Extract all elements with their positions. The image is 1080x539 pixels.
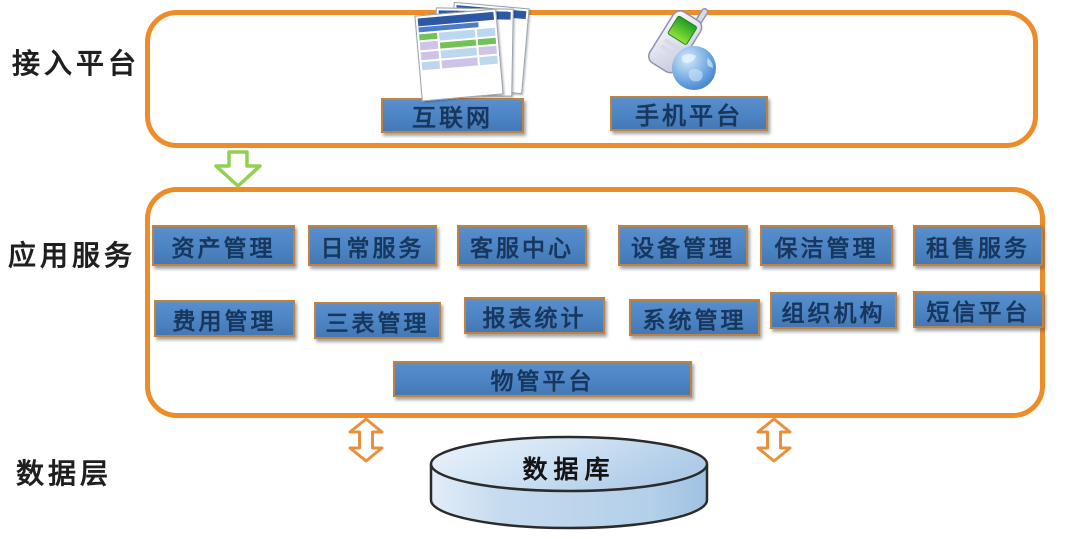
double-arrow-left-icon (348, 417, 384, 463)
service-box-assets: 资产管理 (152, 225, 295, 266)
service-box-leasing: 租售服务 (913, 225, 1043, 266)
webpages-icon (414, 1, 530, 102)
double-arrow-right-icon (756, 417, 792, 463)
database-label: 数据库 (522, 457, 616, 484)
internet-box: 互联网 (381, 98, 524, 133)
service-box-system: 系统管理 (629, 299, 760, 336)
service-box-equipment: 设备管理 (618, 225, 748, 266)
service-box-organization: 组织机构 (770, 292, 897, 329)
service-box-sms: 短信平台 (913, 291, 1044, 328)
down-arrow-icon (214, 150, 262, 188)
service-box-reports: 报表统计 (464, 297, 605, 334)
service-box-cleaning: 保洁管理 (760, 225, 893, 266)
access-platform-frame (145, 10, 1038, 148)
service-box-daily: 日常服务 (308, 225, 437, 266)
mobile-globe-icon (630, 4, 726, 98)
database-cylinder (428, 434, 710, 534)
data-layer-label: 数据层 (16, 459, 113, 490)
application-layer-label: 应用服务 (8, 241, 137, 272)
service-box-customer: 客服中心 (457, 225, 587, 266)
access-layer-label: 接入平台 (12, 49, 141, 80)
property-platform-box: 物管平台 (393, 361, 692, 397)
service-box-fees: 费用管理 (154, 300, 295, 337)
service-box-meters: 三表管理 (314, 302, 441, 339)
mobile-platform-box: 手机平台 (610, 96, 768, 131)
